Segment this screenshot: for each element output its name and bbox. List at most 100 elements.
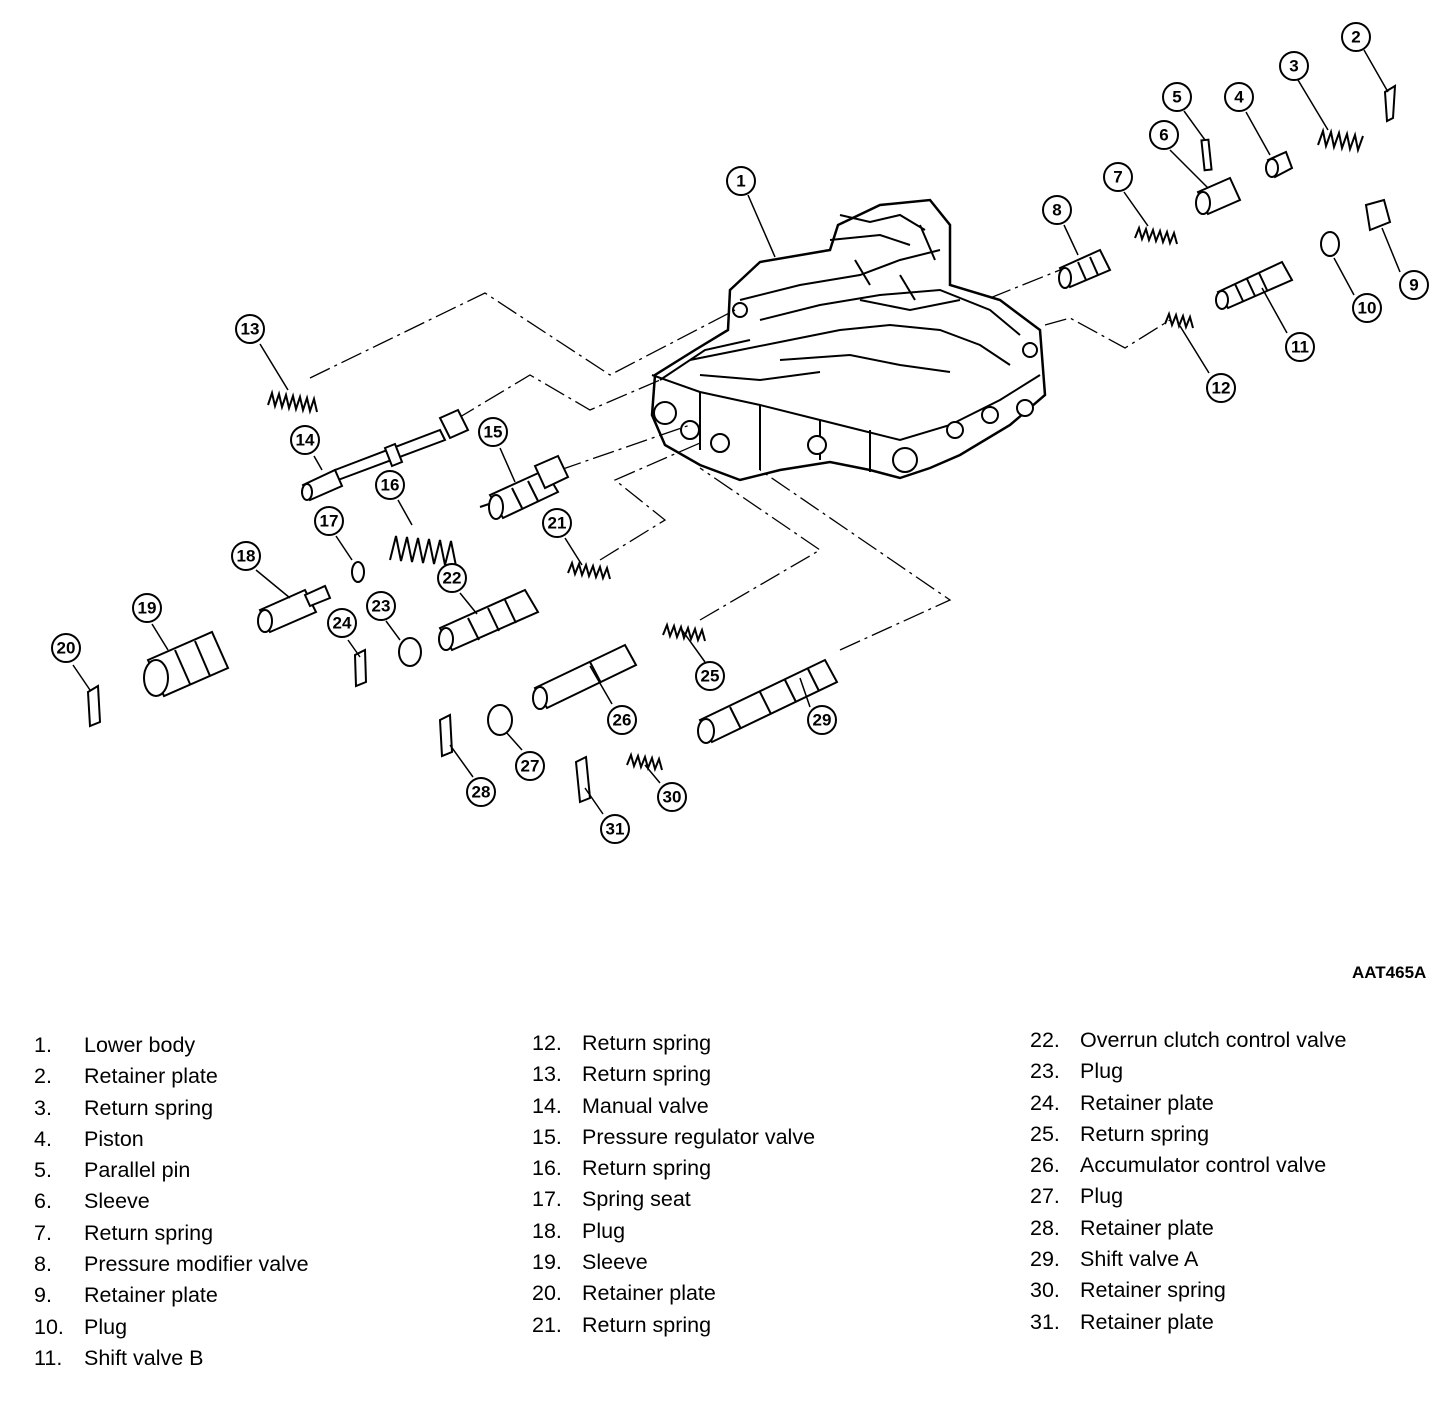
legend-label: Retainer spring	[1080, 1278, 1226, 1303]
legend-label: Retainer plate	[1080, 1309, 1214, 1334]
part-8-pressure-modifier-valve	[1058, 248, 1112, 289]
legend-label: Shift valve B	[84, 1345, 204, 1370]
svg-text:3: 3	[1289, 57, 1298, 76]
svg-text:16: 16	[381, 476, 400, 495]
legend-label: Pressure regulator valve	[582, 1124, 816, 1149]
legend-label: Shift valve A	[1080, 1247, 1199, 1272]
legend-number: 8.	[34, 1252, 52, 1277]
callout-8: 8	[1042, 195, 1072, 225]
callout-5: 5	[1162, 82, 1192, 112]
svg-text:19: 19	[138, 599, 157, 618]
part-13-return-spring	[267, 389, 318, 415]
legend-number: 5.	[34, 1158, 52, 1183]
svg-text:30: 30	[663, 788, 682, 807]
part-28-retainer-plate	[438, 713, 454, 758]
legend-label: Return spring	[582, 1031, 712, 1055]
part-15-pressure-regulator-valve	[479, 454, 570, 520]
part-19-sleeve	[143, 630, 230, 698]
legend-label: Plug	[1080, 1059, 1124, 1084]
part-11-shift-valve-b	[1215, 260, 1294, 310]
part-12-return-spring	[1164, 310, 1194, 331]
part-22-overrun-clutch-control-valve	[438, 588, 540, 652]
legend-number: 31.	[1030, 1309, 1060, 1334]
svg-text:25: 25	[701, 667, 720, 686]
svg-text:4: 4	[1234, 88, 1244, 107]
svg-text:12: 12	[1212, 379, 1231, 398]
part-30-retainer-spring	[626, 751, 663, 773]
svg-text:24: 24	[333, 614, 352, 633]
callout-27: 27	[515, 751, 545, 781]
centerlines	[309, 269, 1171, 651]
svg-text:7: 7	[1113, 168, 1122, 187]
callout-24: 24	[327, 608, 357, 638]
legend-number: 24.	[1030, 1090, 1060, 1115]
legend-number: 27.	[1030, 1184, 1060, 1209]
part-3-return-spring	[1317, 127, 1364, 154]
part-20-retainer-plate	[86, 684, 102, 728]
svg-text:22: 22	[443, 569, 462, 588]
svg-text:15: 15	[484, 423, 503, 442]
legend-label: Accumulator control valve	[1080, 1153, 1327, 1178]
legend-label: Return spring	[582, 1062, 712, 1087]
legend-number: 29.	[1030, 1247, 1060, 1272]
legend-number: 9.	[34, 1283, 52, 1308]
svg-text:18: 18	[237, 547, 256, 566]
legend-label: Retainer plate	[84, 1064, 218, 1089]
callout-31: 31	[600, 814, 630, 844]
legend-label: Plug	[84, 1314, 128, 1339]
legend-number: 13.	[532, 1062, 562, 1087]
callout-13: 13	[235, 314, 265, 344]
legend-number: 7.	[34, 1220, 52, 1245]
callout-11: 11	[1285, 332, 1315, 362]
legend-number: 28.	[1030, 1215, 1060, 1240]
callout-21: 21	[542, 508, 572, 538]
callout-17: 17	[314, 506, 344, 536]
part-31-retainer-plate	[574, 755, 592, 804]
svg-text:21: 21	[548, 514, 567, 533]
part-27-plug	[487, 704, 513, 736]
svg-text:14: 14	[296, 431, 315, 450]
legend-label: Lower body	[84, 1033, 196, 1057]
part-18-plug	[257, 584, 332, 634]
legend-number: 20.	[532, 1281, 562, 1306]
svg-text:28: 28	[472, 783, 491, 802]
part-14-manual-valve	[301, 408, 470, 502]
legend-label: Spring seat	[582, 1187, 691, 1212]
callout-28: 28	[466, 777, 496, 807]
callout-19: 19	[132, 593, 162, 623]
legend-number: 16.	[532, 1156, 562, 1181]
svg-text:10: 10	[1358, 299, 1377, 318]
legend-number: 2.	[34, 1064, 52, 1089]
legend-label: Return spring	[84, 1220, 214, 1245]
legend-label: Plug	[582, 1218, 626, 1243]
svg-text:1: 1	[736, 172, 745, 191]
legend-number: 15.	[532, 1124, 562, 1149]
callout-25: 25	[695, 661, 725, 691]
svg-text:31: 31	[606, 820, 625, 839]
legend-label: Sleeve	[84, 1189, 150, 1214]
legend-label: Parallel pin	[84, 1158, 191, 1183]
svg-text:17: 17	[320, 512, 339, 531]
legend-label: Return spring	[582, 1312, 712, 1337]
callout-3: 3	[1279, 51, 1309, 81]
callout-29: 29	[807, 705, 837, 735]
legend-number: 23.	[1030, 1059, 1060, 1084]
legend-label: Return spring	[84, 1095, 214, 1120]
callout-23: 23	[366, 591, 396, 621]
callout-16: 16	[375, 470, 405, 500]
legend-label: Retainer plate	[1080, 1090, 1214, 1115]
legend-number: 6.	[34, 1189, 52, 1214]
svg-text:6: 6	[1159, 126, 1168, 145]
exploded-diagram: 1 2 3 4 5 6 7 8 9 10 11 12 13 14 15 16 1…	[51, 22, 1429, 844]
legend-label: Manual valve	[582, 1093, 709, 1118]
callout-22: 22	[437, 563, 467, 593]
part-25-return-spring	[662, 621, 706, 644]
callout-4: 4	[1224, 82, 1254, 112]
svg-text:23: 23	[372, 597, 391, 616]
legend-label: Sleeve	[582, 1250, 648, 1275]
legend-label: Retainer plate	[582, 1281, 716, 1306]
callout-9: 9	[1399, 270, 1429, 300]
callout-2: 2	[1341, 22, 1371, 52]
callout-15: 15	[478, 417, 508, 447]
legend-label: Overrun clutch control valve	[1080, 1028, 1347, 1052]
